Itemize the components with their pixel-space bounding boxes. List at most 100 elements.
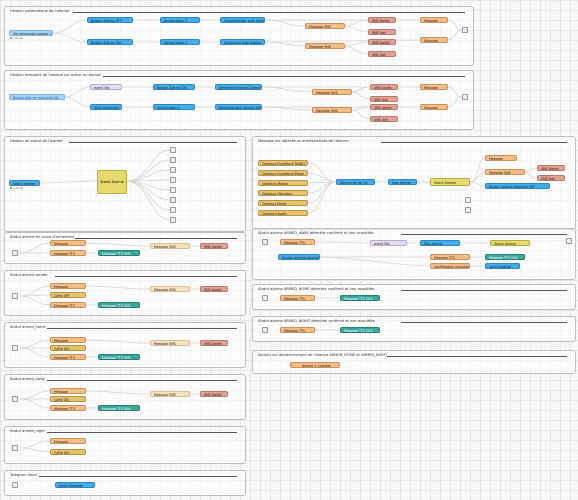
node-message-tts-50[interactable]: Message TTS 50% <box>98 354 140 360</box>
link-in-node[interactable] <box>262 239 268 245</box>
link-out-node[interactable] <box>170 217 176 223</box>
node-statut-alarme[interactable]: Statut Alarme <box>490 240 530 246</box>
node-message[interactable]: Message <box>420 37 448 43</box>
node-etat-alarme[interactable]: Etat alarme <box>388 179 417 185</box>
link-in-node[interactable] <box>12 396 18 402</box>
node-message[interactable]: Message <box>485 155 517 161</box>
node-message[interactable]: Message <box>50 283 86 289</box>
node-sms-agnes[interactable]: SMS Agnès <box>200 243 228 249</box>
link-in-node[interactable] <box>12 250 18 256</box>
node-message-sms[interactable]: Message SMS <box>150 243 190 249</box>
node-message-tts-50[interactable]: Message TTS 50% <box>98 250 140 256</box>
link-out-node[interactable] <box>566 238 572 244</box>
node-event-30s[interactable]: event 30s <box>90 84 122 90</box>
node-bouton-manuelle-on[interactable]: Bouton Alarme manuelle ON <box>9 94 65 100</box>
link-out-node[interactable] <box>170 157 176 163</box>
sensor-node[interactable]: Capteurs Radio <box>258 200 308 206</box>
node-message-tts[interactable]: Message TTS <box>50 405 86 411</box>
node-message-tts[interactable]: Message TTS <box>280 239 315 245</box>
node-armed-away-2[interactable]: Armed away !! <box>160 39 200 45</box>
node-email-message[interactable]: Email Message <box>55 482 95 488</box>
node-sms-joel[interactable]: SMS Joel <box>368 51 396 57</box>
node-message-sms[interactable]: Message SMS <box>312 107 352 113</box>
node-message-tts[interactable]: Message TTS <box>50 354 86 360</box>
node-event-30s[interactable]: event 30s <box>370 240 407 246</box>
node-message-tts-50[interactable]: Message TTS 50% <box>98 405 140 411</box>
node-send-question[interactable]: send question <box>485 263 520 269</box>
node-message[interactable]: Message <box>50 438 86 444</box>
node-statut-alarme[interactable]: Statut alarme <box>9 180 40 186</box>
node-armed-away-1[interactable]: Armed away !! <box>160 17 200 23</box>
node-message-tts-50[interactable]: Message TTS 50% <box>340 327 380 333</box>
node-message[interactable]: Message <box>420 84 448 90</box>
link-out-node[interactable] <box>462 27 468 33</box>
link-out-node[interactable] <box>170 167 176 173</box>
node-bouton-alarme-on[interactable]: Bouton Alarme ON <box>153 84 195 90</box>
node-carte-on[interactable]: Carte ON <box>50 345 86 351</box>
node-message-tts[interactable]: Message TTS <box>50 250 86 256</box>
node-message-tts[interactable]: Message TTS <box>50 302 86 308</box>
sensor-node[interactable]: Capteurs Avant <box>258 210 308 216</box>
node-armement-manuel[interactable]: Armement manuel Alarme <box>215 84 262 90</box>
link-out-node[interactable] <box>170 177 176 183</box>
node-message-sms[interactable]: Message SMS <box>150 286 190 292</box>
sensor-node[interactable]: Capteurs Ouverture RADIO <box>258 160 308 166</box>
node-vie-personnes[interactable]: Vie personnes maison = 0 <box>9 30 53 36</box>
node-alarme-lumiere[interactable]: Alarme + Lumière <box>290 362 340 368</box>
link-in-node[interactable] <box>262 295 268 301</box>
link-in-node[interactable] <box>12 293 18 299</box>
sensor-node[interactable]: Capteurs Vibration <box>258 190 308 196</box>
node-message-tts[interactable]: Message TTS <box>430 254 470 260</box>
node-message-tts-50[interactable]: Message TTS 50% <box>485 254 525 260</box>
node-message[interactable]: Message <box>50 337 86 343</box>
node-message-sms[interactable]: Message SMS <box>312 89 352 95</box>
node-sms-agnes[interactable]: SMS Agnès <box>200 391 228 397</box>
node-message-sms[interactable]: Message SMS <box>150 340 190 346</box>
node-message[interactable]: Message <box>50 240 86 246</box>
link-out-node[interactable] <box>170 197 176 203</box>
node-armed-away[interactable]: Armed away !! <box>153 104 195 110</box>
node-sms-joel[interactable]: SMS Joel <box>537 175 565 181</box>
node-carte-off[interactable]: Carte OFF <box>50 292 86 298</box>
node-armement-auto[interactable]: Armement auto Alarme <box>220 39 265 45</box>
node-sms-agnes[interactable]: SMS Agnès <box>370 84 398 90</box>
switch-statut-alarme[interactable]: Statut Alarme <box>97 170 127 194</box>
node-bouton-alarme-off[interactable]: Bouton Alarme OFF <box>87 17 133 23</box>
link-out-node[interactable] <box>465 207 471 213</box>
link-in-node[interactable] <box>12 482 18 488</box>
node-sms-agnes[interactable]: SMS Agnès <box>537 165 565 171</box>
node-message-sms[interactable]: Message SMS <box>485 169 525 175</box>
node-statut-alarme[interactable]: Statut Alarme <box>430 178 470 186</box>
link-out-node[interactable] <box>462 94 468 100</box>
node-sms-agnes[interactable]: SMS Agnès <box>368 39 396 45</box>
node-sms-joel[interactable]: SMS Joel <box>368 29 396 35</box>
node-start-armement-fin[interactable]: Start armement_fin <box>90 104 122 110</box>
link-in-node[interactable] <box>262 327 268 333</box>
link-out-node[interactable] <box>170 187 176 193</box>
node-sms-joel[interactable]: SMS Joel <box>370 96 398 102</box>
node-message-sms[interactable]: Message SMS <box>150 391 190 397</box>
link-out-node[interactable] <box>170 147 176 153</box>
node-message-sms[interactable]: Message SMS <box>305 43 345 49</box>
node-message-tts[interactable]: Message TTS <box>280 295 315 301</box>
node-bouton-alarme-on[interactable]: Bouton Alarme ON <box>87 39 133 45</box>
node-message-tts[interactable]: Message TTS <box>280 327 315 333</box>
node-message-tts-50[interactable]: Message TTS 50% <box>340 295 380 301</box>
node-confirmation-message[interactable]: confirmation message <box>430 263 470 269</box>
node-bouton-detected-off[interactable]: Bouton alarme detected OFF <box>485 183 550 189</box>
link-out-node[interactable] <box>170 207 176 213</box>
node-sms-joel[interactable]: SMS Joel <box>370 116 398 122</box>
node-desarmement-auto[interactable]: Désarmement auto Alarme <box>220 17 265 23</box>
link-out-node[interactable] <box>465 197 471 203</box>
node-message[interactable]: Message <box>420 17 448 23</box>
node-message-tts-50[interactable]: Message TTS 50% <box>98 302 140 308</box>
link-in-node[interactable] <box>12 445 18 451</box>
node-declenche[interactable]: Déclenché de 1/2 <box>336 179 375 185</box>
node-sms-agnes[interactable]: SMS Agnès <box>368 17 396 23</box>
node-message-sms[interactable]: Message SMS <box>305 23 345 29</box>
node-sms-agnes[interactable]: SMS Agnès <box>370 104 398 110</box>
node-message[interactable]: Message <box>50 388 86 394</box>
node-sms-agnes[interactable]: SMS Agnès <box>200 340 228 346</box>
node-etat-alarme[interactable]: État alarme <box>420 240 460 246</box>
sensor-node[interactable]: Capteurs Motion <box>258 180 308 186</box>
